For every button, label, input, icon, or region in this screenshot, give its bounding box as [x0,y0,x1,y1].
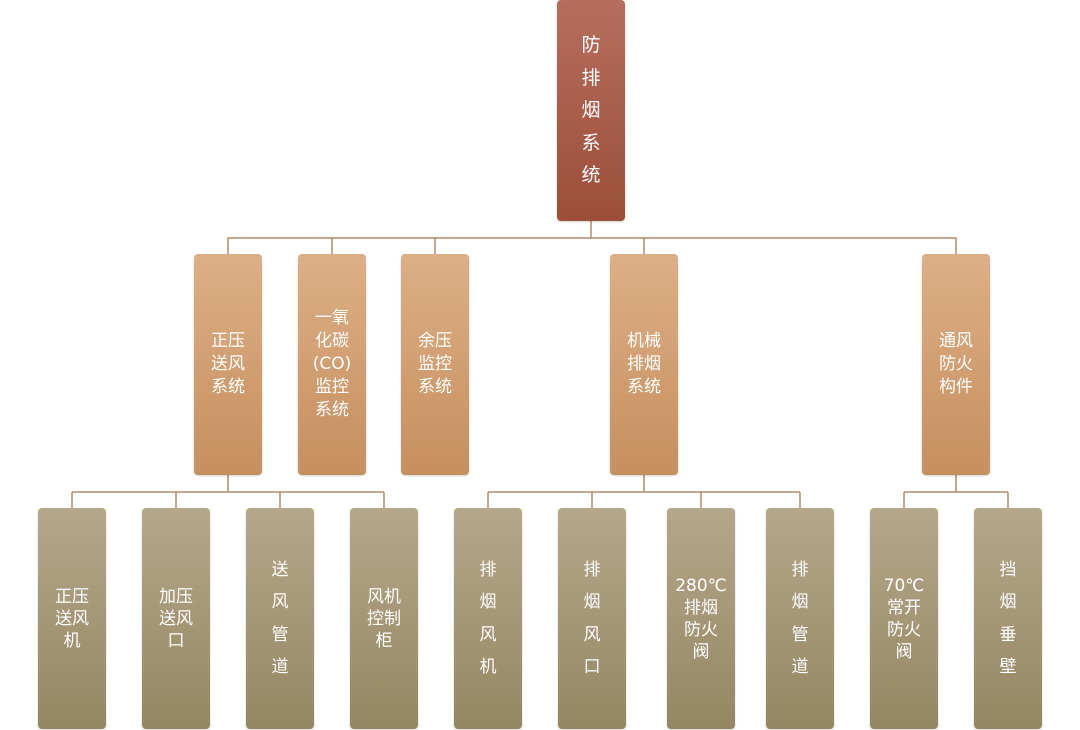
component-280-fire-damper: 280℃ 排烟 防火 阀 [667,508,735,729]
component-label: 挡 烟 垂 壁 [999,559,1017,678]
component-exhaust-vent: 排 烟 风 口 [558,508,626,729]
subsystem-ventilation-fire: 通风 防火 构件 [922,254,990,475]
component-pressure-inlet: 加压 送风 口 [142,508,210,729]
root-label: 防 排 烟 系 统 [581,34,601,187]
subsystem-residual-pressure: 余压 监控 系统 [401,254,469,475]
subsystem-label: 正压 送风 系统 [211,331,245,397]
component-pressure-fan: 正压 送风 机 [38,508,106,729]
subsystem-label: 通风 防火 构件 [939,331,973,397]
subsystem-label: 余压 监控 系统 [418,331,452,397]
component-exhaust-duct: 排 烟 管 道 [766,508,834,729]
subsystem-positive-pressure: 正压 送风 系统 [194,254,262,475]
component-label: 排 烟 管 道 [791,559,809,678]
subsystem-label: 一氧 化碳 (CO) 监控 系统 [312,308,352,420]
component-label: 送 风 管 道 [271,559,289,678]
subsystem-co-monitoring: 一氧 化碳 (CO) 监控 系统 [298,254,366,475]
component-label: 排 烟 风 机 [479,559,497,678]
component-fan-control-cabinet: 风机 控制 柜 [350,508,418,729]
component-label: 加压 送风 口 [159,586,193,651]
component-supply-duct: 送 风 管 道 [246,508,314,729]
component-exhaust-fan: 排 烟 风 机 [454,508,522,729]
component-label: 70℃ 常开 防火 阀 [883,575,925,662]
root-node: 防 排 烟 系 统 [557,0,625,221]
component-70-fire-damper: 70℃ 常开 防火 阀 [870,508,938,729]
subsystem-label: 机械 排烟 系统 [627,331,661,397]
subsystem-mechanical-exhaust: 机械 排烟 系统 [610,254,678,475]
component-label: 280℃ 排烟 防火 阀 [675,575,727,662]
component-label: 风机 控制 柜 [367,586,401,651]
component-label: 正压 送风 机 [55,586,89,651]
component-smoke-curtain: 挡 烟 垂 壁 [974,508,1042,729]
component-label: 排 烟 风 口 [583,559,601,678]
